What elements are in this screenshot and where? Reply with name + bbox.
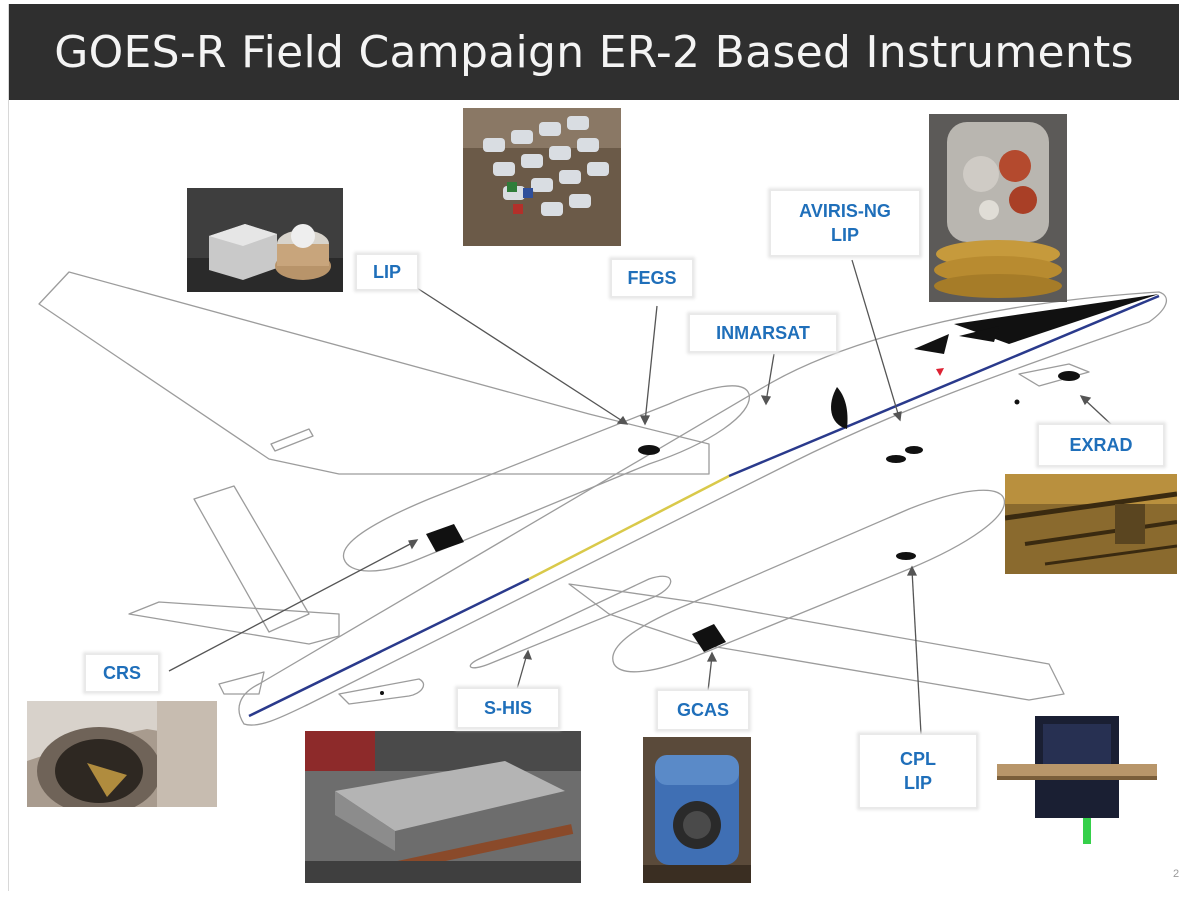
fegs-photo <box>463 108 621 246</box>
cockpit-window <box>954 294 1159 344</box>
belly-pod-outline <box>469 575 672 669</box>
upper-pod-outline <box>342 385 750 572</box>
exrad-port <box>1058 371 1080 381</box>
label-gcas-text: GCAS <box>676 700 729 720</box>
left-wing-outline <box>38 271 710 475</box>
aviris-ng-photo <box>929 114 1067 302</box>
fuselage-stripe-yellow <box>528 474 730 581</box>
label-lip-text: LIP <box>372 262 401 282</box>
arrowhead-exrad <box>1079 395 1092 406</box>
er2-aircraft-diagram <box>38 259 1168 735</box>
small-port-2 <box>380 691 384 695</box>
fuselage-stripe-blue-fwd <box>728 294 1160 478</box>
wing-skid-outline <box>270 428 314 452</box>
lower-fairing-outline <box>338 678 425 705</box>
slide-title: GOES-R Field Campaign ER-2 Based Instrum… <box>54 26 1134 78</box>
leader-s-his <box>516 653 528 690</box>
canopy-marker <box>936 368 944 376</box>
leader-cpl <box>911 569 922 735</box>
label-inmarsat: INMARSAT <box>689 314 837 352</box>
slide: GOES-R Field Campaign ER-2 Based Instrum… <box>8 4 1179 891</box>
leader-gcas <box>707 655 713 692</box>
arrowhead-inmarsat <box>760 395 772 406</box>
leader-fegs <box>644 305 658 423</box>
leader-crs <box>168 541 415 672</box>
arrowhead-s-his <box>522 649 532 660</box>
gcas-panel <box>692 624 726 652</box>
label-lip: LIP <box>356 254 418 290</box>
label-cpl-lip-text: LIP <box>903 773 932 793</box>
nose-fairing-outline <box>1018 363 1090 387</box>
leader-exrad <box>1083 398 1115 428</box>
label-fegs: FEGS <box>611 259 693 297</box>
fuselage-outline <box>238 291 1168 726</box>
gcas-photo <box>643 737 751 883</box>
arrowhead-lip-left <box>616 415 629 425</box>
arrowhead-crs <box>408 539 419 550</box>
fuselage-stripe-blue-aft <box>248 577 530 718</box>
exrad-photo <box>1005 474 1177 574</box>
arrowhead-cpl <box>906 565 918 576</box>
page-number: 2 <box>1173 868 1180 880</box>
label-exrad: EXRAD <box>1038 424 1164 466</box>
leader-aviris <box>851 259 900 418</box>
crs-radome-panel <box>426 524 464 552</box>
tail-cone-outline <box>218 671 265 695</box>
aviris-port-2 <box>905 446 923 454</box>
arrowhead-aviris <box>892 411 902 422</box>
arrowhead-gcas <box>706 651 718 662</box>
label-s-his: S-HIS <box>457 688 559 728</box>
s-his-photo <box>305 731 581 883</box>
label-cpl-text: CPL <box>900 749 936 769</box>
aviris-port-1 <box>886 455 906 463</box>
cockpit-window-2 <box>914 334 949 354</box>
cockpit-window-3 <box>959 326 999 342</box>
small-port <box>1014 399 1020 405</box>
label-aviris-ng: AVIRIS-NG LIP <box>770 190 920 256</box>
label-aviris-lip-text: LIP <box>830 225 859 245</box>
leader-inmarsat <box>765 353 775 403</box>
arrowhead-fegs <box>639 415 651 426</box>
label-inmarsat-text: INMARSAT <box>716 323 810 343</box>
cpl-port <box>896 552 916 560</box>
label-fegs-text: FEGS <box>627 268 677 288</box>
crs-photo <box>27 701 217 807</box>
label-aviris-ng-text: AVIRIS-NG <box>799 201 891 221</box>
label-s-his-text: S-HIS <box>483 698 532 718</box>
title-bar: GOES-R Field Campaign ER-2 Based Instrum… <box>9 4 1179 100</box>
label-crs: CRS <box>85 654 159 692</box>
lower-pod-outline <box>612 489 1005 673</box>
lip-photo <box>187 188 343 292</box>
fegs-port <box>638 445 660 455</box>
cpl-photo <box>997 710 1157 850</box>
leader-lip-left <box>416 287 628 425</box>
label-gcas: GCAS <box>657 690 749 730</box>
engine-intake <box>831 387 848 429</box>
horizontal-tail-outline <box>128 601 340 645</box>
label-crs-text: CRS <box>102 663 141 683</box>
right-wing-outline <box>568 583 1065 701</box>
vertical-tail-outline <box>193 485 310 633</box>
label-exrad-text: EXRAD <box>1069 435 1133 455</box>
label-cpl: CPL LIP <box>859 734 977 808</box>
